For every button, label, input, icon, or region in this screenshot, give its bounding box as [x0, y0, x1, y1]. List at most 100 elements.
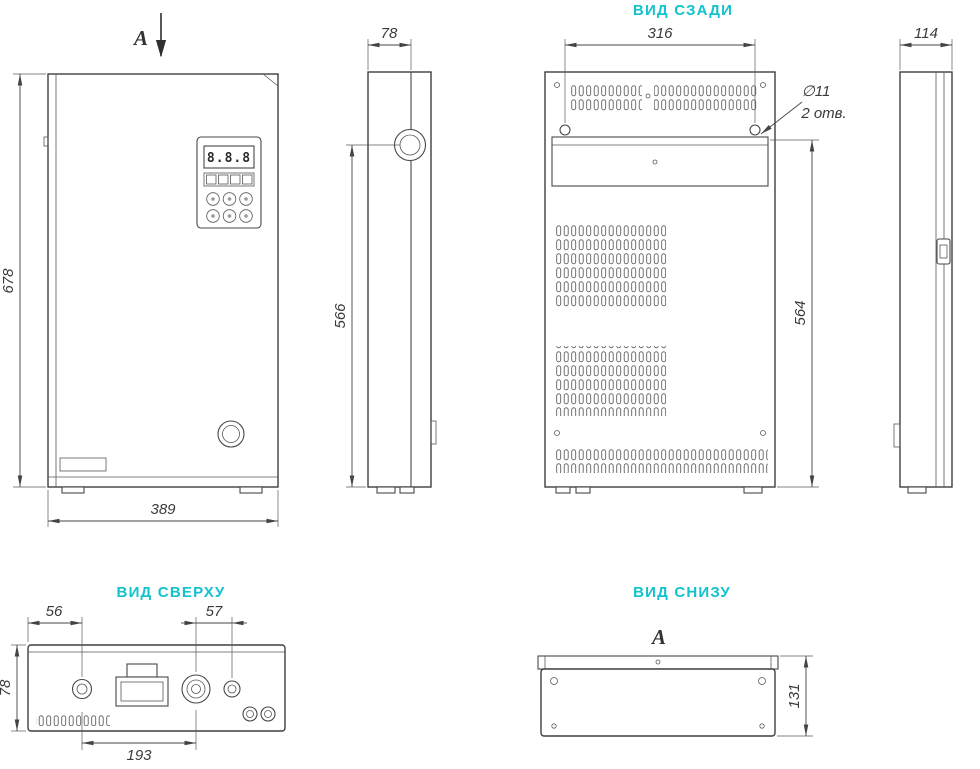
- round-button: [239, 192, 253, 206]
- foot: [575, 486, 591, 494]
- rear-view: ВИД СЗАДИ ∅11 2 отв.: [544, 2, 847, 494]
- terminal-box: [115, 676, 169, 707]
- vent-grid: [570, 84, 642, 112]
- foot: [399, 486, 415, 494]
- button-glyph: [227, 214, 232, 218]
- dim-label: 316: [647, 25, 673, 42]
- screw-hole: [554, 82, 560, 88]
- vent-grid: [36, 714, 110, 726]
- screw-hole: [655, 659, 661, 665]
- nav-button-row: [203, 172, 255, 187]
- screw-hole: [652, 159, 658, 165]
- pipe-fitting-inner: [246, 710, 254, 718]
- front-corner-edge: [262, 73, 279, 87]
- bottom-view: ВИД СНИЗУ A 131: [537, 584, 813, 737]
- pipe-fitting-inner: [76, 683, 88, 695]
- pipe-fitting-inner: [264, 710, 272, 718]
- nav-button: [230, 174, 241, 185]
- view-title-bottom: ВИД СНИЗУ: [633, 584, 731, 601]
- side-body-outline: [899, 71, 953, 488]
- dim-side-depth: 78: [367, 25, 412, 70]
- screw-hole: [760, 82, 766, 88]
- round-button: [239, 209, 253, 223]
- control-panel: 8.8.8: [196, 136, 262, 229]
- front-view: A 8.8.8: [0, 13, 279, 527]
- hole-count-label: 2 отв.: [800, 105, 846, 122]
- button-glyph: [244, 214, 248, 218]
- bracket-plate: [551, 136, 769, 187]
- dim-label: 566: [332, 303, 349, 329]
- vent-grid: [556, 449, 768, 473]
- round-button: [206, 192, 220, 206]
- nav-button: [218, 174, 229, 185]
- round-button: [206, 209, 220, 223]
- pipe-fitting: [260, 706, 276, 722]
- dim-bottom-height: 131: [777, 655, 813, 737]
- round-button: [222, 209, 237, 223]
- dim-label: 678: [0, 268, 17, 294]
- section-label-bottom: A: [650, 625, 666, 649]
- foot: [239, 486, 263, 494]
- screw-hole: [758, 677, 766, 685]
- front-port: [217, 420, 245, 448]
- dim-rear-width: 316: [564, 25, 756, 123]
- dim-top-depth: 78: [0, 644, 26, 732]
- button-glyph: [211, 197, 215, 201]
- dim-side-height: 566: [332, 144, 400, 488]
- foot: [61, 486, 85, 494]
- digital-display: [203, 145, 255, 169]
- dim-front-height: 678: [0, 73, 46, 488]
- screw-hole: [645, 93, 651, 99]
- vent-grid: [654, 84, 758, 112]
- dim-label: 78: [0, 679, 14, 696]
- section-label-front: A: [132, 26, 148, 50]
- dim-label: 78: [381, 25, 398, 42]
- cable-gland-inner: [939, 244, 948, 259]
- side-bracket: [893, 423, 901, 448]
- mounting-hole: [559, 124, 571, 136]
- hole-diameter-label: ∅11: [802, 83, 831, 100]
- nameplate: [59, 457, 107, 472]
- pipe-fitting: [242, 706, 258, 722]
- top-view: ВИД СВЕРХУ 56 57: [0, 584, 286, 764]
- dim-label: 56: [46, 603, 63, 620]
- hinge-notch: [43, 136, 49, 147]
- foot: [555, 486, 571, 494]
- dim-right-depth: 114: [899, 25, 953, 70]
- mounting-bracket: [551, 124, 769, 187]
- screw-hole: [554, 430, 560, 436]
- button-glyph: [227, 197, 232, 201]
- side-view-right: 114: [893, 25, 953, 494]
- view-title-top: ВИД СВЕРХУ: [117, 584, 226, 601]
- dim-top-span: 193: [81, 710, 197, 764]
- dim-rear-height: 564: [770, 139, 819, 488]
- main-pipe-inner: [186, 679, 206, 699]
- view-title-rear: ВИД СЗАДИ: [633, 2, 733, 19]
- hole-callout: ∅11 2 отв.: [760, 83, 847, 135]
- main-pipe-fitting: [181, 674, 211, 704]
- foot: [907, 486, 927, 494]
- pipe-fitting-inner: [227, 684, 237, 694]
- screw-hole: [550, 677, 558, 685]
- leader-line: [760, 101, 803, 135]
- screw-hole: [551, 723, 557, 729]
- back-panel-strip: [537, 655, 779, 670]
- dim-front-width: 389: [47, 490, 279, 527]
- side-view-left: 78 566: [332, 25, 437, 494]
- terminal-tab: [126, 663, 158, 678]
- dim-label: 564: [792, 300, 809, 325]
- foot: [743, 486, 763, 494]
- screw-hole: [760, 430, 766, 436]
- cable-gland: [936, 238, 951, 265]
- terminal-box-inner: [120, 681, 164, 702]
- front-body-outline: [47, 73, 279, 488]
- button-glyph: [211, 214, 215, 218]
- dim-label: 389: [150, 501, 176, 518]
- dim-top-offset-mid: 57: [181, 603, 247, 678]
- mounting-hole: [749, 124, 761, 136]
- side-bracket: [430, 420, 437, 445]
- panel-bezel: [196, 136, 262, 229]
- display-value: 8.8.8: [207, 151, 251, 166]
- pipe-fitting: [71, 678, 93, 700]
